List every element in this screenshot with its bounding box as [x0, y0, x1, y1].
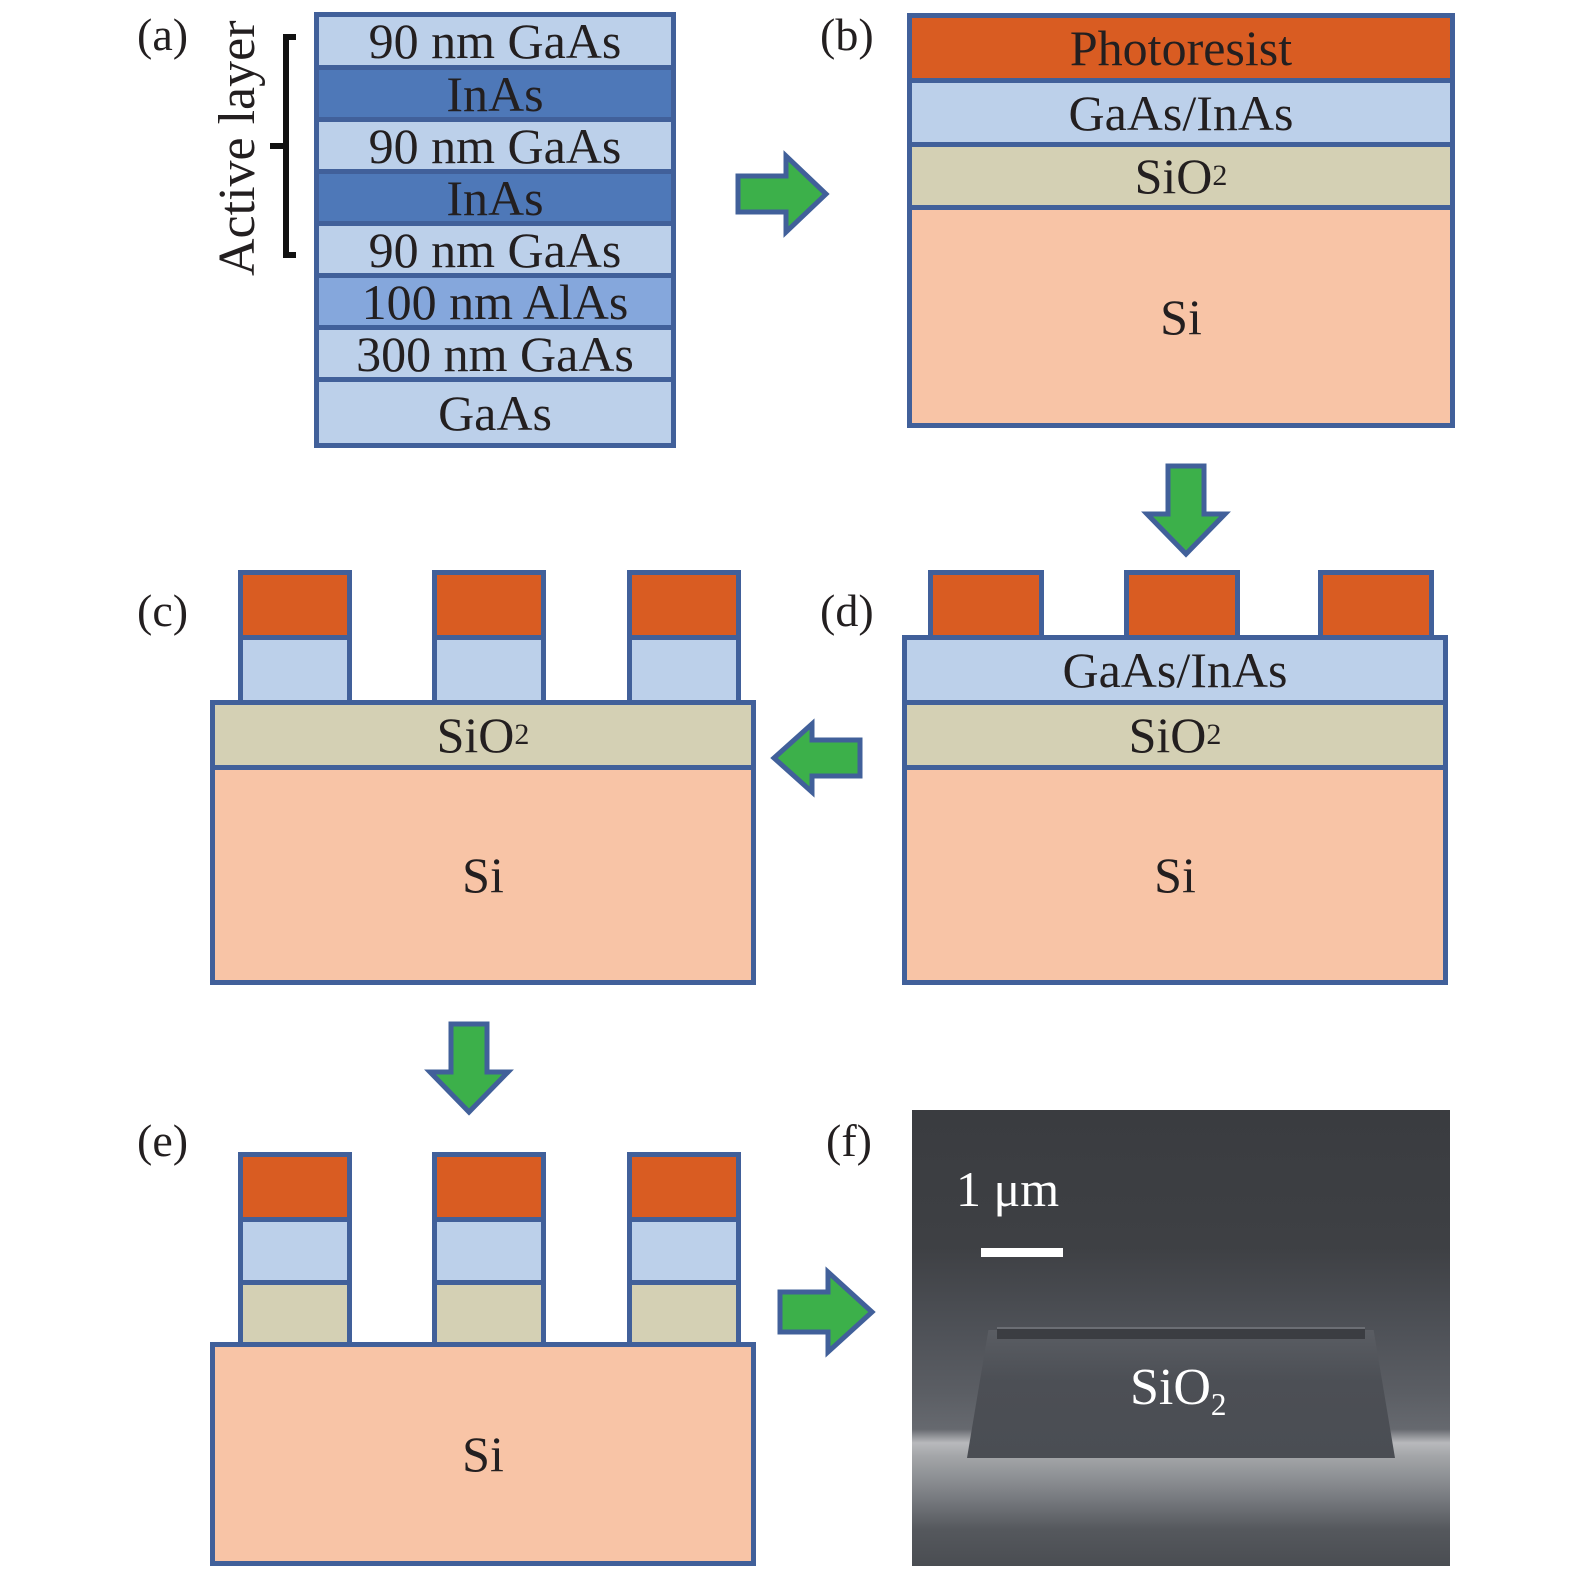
arrow-down-icon — [424, 1021, 514, 1116]
layer-gaas-substrate: GaAs — [314, 377, 676, 448]
scale-bar — [981, 1248, 1063, 1257]
layer-gaas-inas: GaAs/InAs — [907, 78, 1455, 147]
panel-label-e: (e) — [137, 1115, 189, 1166]
pillar-1-sio2 — [238, 1280, 352, 1350]
layer-gaas-90nm-1: 90 nm GaAs — [314, 12, 676, 70]
panel-label-a: (a) — [137, 9, 189, 60]
pillar-3-gaas-inas — [627, 635, 741, 705]
pillar-1-gaas-inas — [238, 635, 352, 705]
layer-si: Si — [210, 1342, 756, 1566]
sio2-text: SiO — [1134, 148, 1213, 204]
pillar-1-photoresist — [238, 570, 352, 640]
arrow-down-icon — [1141, 463, 1231, 558]
layer-gaas-90nm-3: 90 nm GaAs — [314, 221, 676, 278]
layer-stack-a: 90 nm GaAs InAs 90 nm GaAs InAs 90 nm Ga… — [314, 12, 676, 448]
layer-inas-2: InAs — [314, 169, 676, 226]
sio2-text: SiO — [436, 707, 515, 763]
panel-label-c: (c) — [137, 585, 189, 636]
sio2-subscript: 2 — [1210, 1386, 1227, 1422]
pillar-3-photoresist — [627, 570, 741, 640]
panel-label-b: (b) — [820, 9, 874, 60]
sem-pillar-top-edge — [997, 1327, 1365, 1339]
active-layer-bracket — [270, 34, 296, 258]
layer-gaas-90nm-2: 90 nm GaAs — [314, 117, 676, 174]
active-layer-label: Active layer — [209, 20, 266, 276]
resist-pad-1 — [928, 570, 1044, 640]
pillar-1-photoresist — [238, 1152, 352, 1222]
sio2-text: SiO — [1130, 1359, 1211, 1416]
layer-si: Si — [907, 205, 1455, 428]
pillar-2-photoresist — [432, 1152, 546, 1222]
pillar-3-photoresist — [627, 1152, 741, 1222]
pillar-2-gaas-inas — [432, 635, 546, 705]
layer-gaas-inas: GaAs/InAs — [902, 635, 1448, 705]
pillar-2-gaas-inas — [432, 1217, 546, 1285]
panel-label-f: (f) — [826, 1115, 872, 1166]
panel-label-d: (d) — [820, 585, 874, 636]
pillar-3-sio2 — [627, 1280, 741, 1350]
layer-si: Si — [210, 765, 756, 985]
pillar-1-gaas-inas — [238, 1217, 352, 1285]
layer-inas-1: InAs — [314, 65, 676, 122]
pillar-2-photoresist — [432, 570, 546, 640]
sem-sio2-pillar — [967, 1330, 1395, 1458]
resist-pad-3 — [1318, 570, 1434, 640]
layer-gaas-300nm: 300 nm GaAs — [314, 325, 676, 382]
layer-si: Si — [902, 765, 1448, 985]
arrow-right-icon — [777, 1266, 876, 1358]
arrow-right-icon — [735, 150, 830, 238]
layer-alas-100nm: 100 nm AlAs — [314, 273, 676, 330]
sio2-text: SiO — [1128, 707, 1207, 763]
sem-image: 1 μm SiO2 — [912, 1110, 1450, 1566]
resist-pad-2 — [1124, 570, 1240, 640]
layer-photoresist: Photoresist — [907, 13, 1455, 83]
pillar-3-gaas-inas — [627, 1217, 741, 1285]
arrow-left-icon — [770, 718, 863, 798]
scale-bar-label: 1 μm — [956, 1161, 1060, 1217]
pillar-2-sio2 — [432, 1280, 546, 1350]
sem-sio2-label: SiO2 — [1130, 1359, 1227, 1421]
